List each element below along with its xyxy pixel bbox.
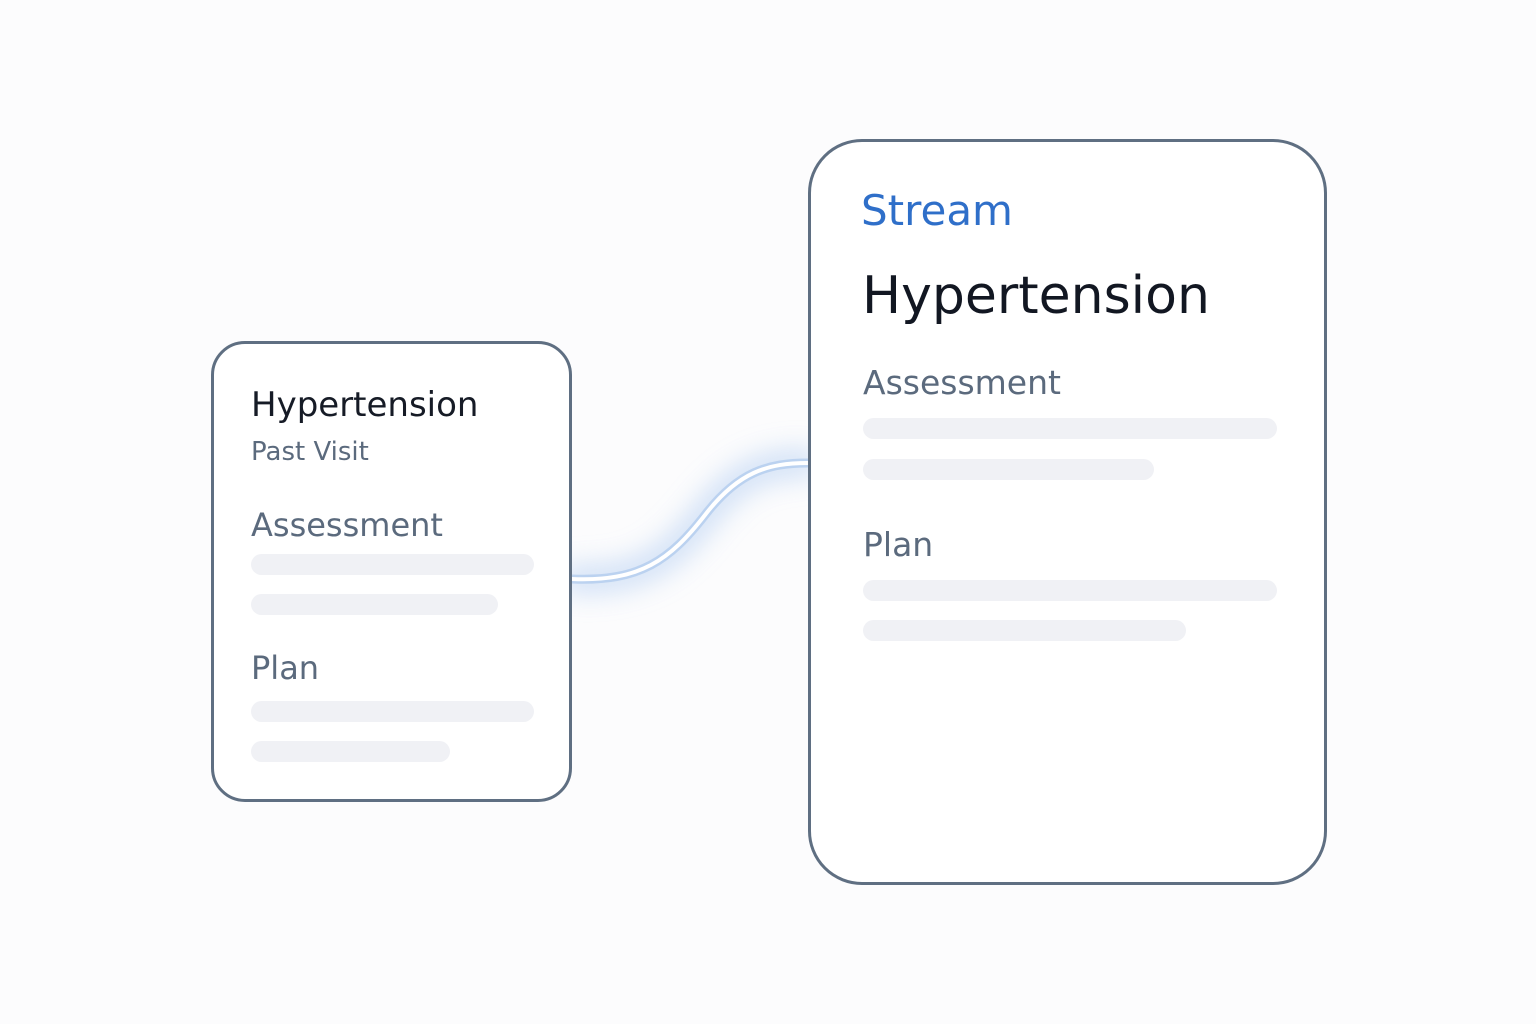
past-visit-card[interactable]: Hypertension Past Visit Assessment Plan [211, 341, 572, 802]
stream-title: Hypertension [862, 266, 1210, 326]
past-assessment-label: Assessment [251, 506, 443, 544]
past-assessment-line-2 [251, 594, 498, 615]
past-plan-label: Plan [251, 649, 320, 687]
past-assessment-line-1 [251, 554, 534, 575]
stream-label: Stream [861, 186, 1013, 235]
past-visit-title: Hypertension [251, 385, 479, 425]
stream-plan-line-2 [863, 620, 1186, 641]
stream-assessment-label: Assessment [863, 363, 1061, 402]
past-plan-line-1 [251, 701, 534, 722]
past-plan-line-2 [251, 741, 450, 762]
stream-assessment-line-1 [863, 418, 1277, 439]
stream-plan-line-1 [863, 580, 1277, 601]
stream-plan-label: Plan [863, 525, 934, 564]
past-visit-subtitle: Past Visit [251, 437, 369, 467]
stream-card[interactable]: Stream Hypertension Assessment Plan [808, 139, 1327, 885]
stream-assessment-line-2 [863, 459, 1154, 480]
